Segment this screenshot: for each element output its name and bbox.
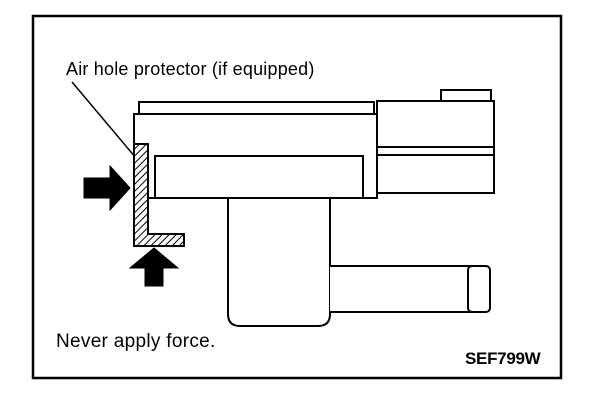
figure-code: SEF799W: [465, 349, 541, 368]
callout-label: Air hole protector (if equipped): [66, 59, 315, 79]
pipe-tip: [467, 265, 491, 313]
lower-stem: [227, 197, 331, 327]
caption-text: Never apply force.: [56, 331, 216, 352]
figure-frame: [31, 14, 563, 380]
arrow-up-icon: [128, 247, 180, 287]
callout-leader-line: [71, 81, 137, 159]
air-hole-protector: [133, 143, 185, 247]
arrow-right-icon: [83, 164, 131, 212]
outlet-pipe: [330, 265, 487, 313]
sensor-body: [133, 89, 495, 327]
inner-recess: [154, 155, 364, 199]
